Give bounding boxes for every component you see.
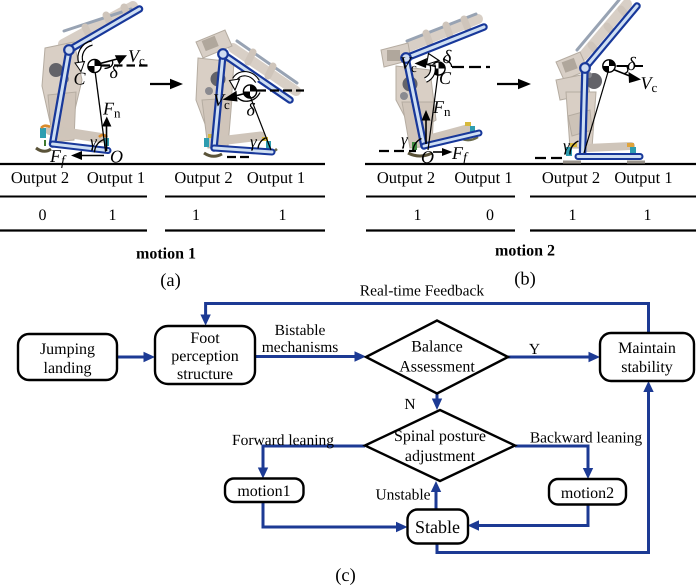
svg-text:C: C <box>439 68 452 88</box>
svg-text:Output 2: Output 2 <box>377 168 435 187</box>
svg-text:δ: δ <box>443 47 453 68</box>
svg-text:0: 0 <box>39 207 47 224</box>
svg-text:motion1: motion1 <box>237 483 290 500</box>
svg-text:Assessment: Assessment <box>399 359 475 376</box>
svg-text:structure: structure <box>177 366 233 383</box>
svg-text:1: 1 <box>569 207 577 224</box>
svg-text:1: 1 <box>644 207 652 224</box>
svg-text:O: O <box>110 147 123 167</box>
svg-text:(b): (b) <box>514 270 536 290</box>
svg-text:C: C <box>74 69 87 89</box>
svg-text:Jumping: Jumping <box>40 341 95 358</box>
svg-text:γ: γ <box>250 132 258 151</box>
svg-text:1: 1 <box>109 207 117 224</box>
svg-text:Output 1: Output 1 <box>614 168 672 187</box>
svg-text:motion2: motion2 <box>561 485 614 502</box>
svg-text:Real-time Feedback: Real-time Feedback <box>360 283 485 300</box>
svg-text:0: 0 <box>486 207 494 224</box>
svg-text:1: 1 <box>192 207 200 224</box>
svg-text:Y: Y <box>529 341 540 358</box>
svg-text:Unstable: Unstable <box>375 487 430 504</box>
svg-text:adjustment: adjustment <box>405 448 476 465</box>
svg-text:stability: stability <box>621 359 673 376</box>
svg-text:δ: δ <box>110 62 119 82</box>
svg-text:γ: γ <box>90 132 98 151</box>
svg-text:δ: δ <box>247 100 256 120</box>
svg-text:N: N <box>404 396 415 413</box>
svg-text:Foot: Foot <box>190 330 220 347</box>
svg-text:Output 1: Output 1 <box>87 168 145 187</box>
svg-text:Maintain: Maintain <box>618 340 676 357</box>
svg-text:Output 2: Output 2 <box>542 168 600 187</box>
svg-text:Bistable: Bistable <box>275 322 326 339</box>
svg-text:1: 1 <box>414 207 422 224</box>
svg-text:O: O <box>421 147 434 167</box>
svg-text:Output 1: Output 1 <box>247 168 305 187</box>
svg-text:(a): (a) <box>160 271 181 291</box>
svg-text:Output 2: Output 2 <box>11 168 69 187</box>
svg-text:mechanisms: mechanisms <box>262 339 339 356</box>
svg-text:δ: δ <box>627 54 637 75</box>
svg-text:landing: landing <box>44 360 92 377</box>
svg-text:motion 2: motion 2 <box>495 243 555 260</box>
svg-text:motion 1: motion 1 <box>136 246 196 263</box>
svg-text:Spinal posture: Spinal posture <box>394 428 486 445</box>
svg-text:Stable: Stable <box>415 517 460 537</box>
svg-text:Balance: Balance <box>411 339 463 356</box>
svg-text:Output 2: Output 2 <box>174 168 232 187</box>
svg-text:perception: perception <box>171 348 239 365</box>
svg-text:γ: γ <box>401 130 409 149</box>
svg-text:Output 1: Output 1 <box>454 168 512 187</box>
svg-text:Forward leaning: Forward leaning <box>232 432 334 449</box>
svg-text:(c): (c) <box>335 566 356 586</box>
svg-text:Backward leaning: Backward leaning <box>530 430 643 447</box>
svg-text:γ: γ <box>563 136 571 155</box>
svg-text:1: 1 <box>279 207 287 224</box>
